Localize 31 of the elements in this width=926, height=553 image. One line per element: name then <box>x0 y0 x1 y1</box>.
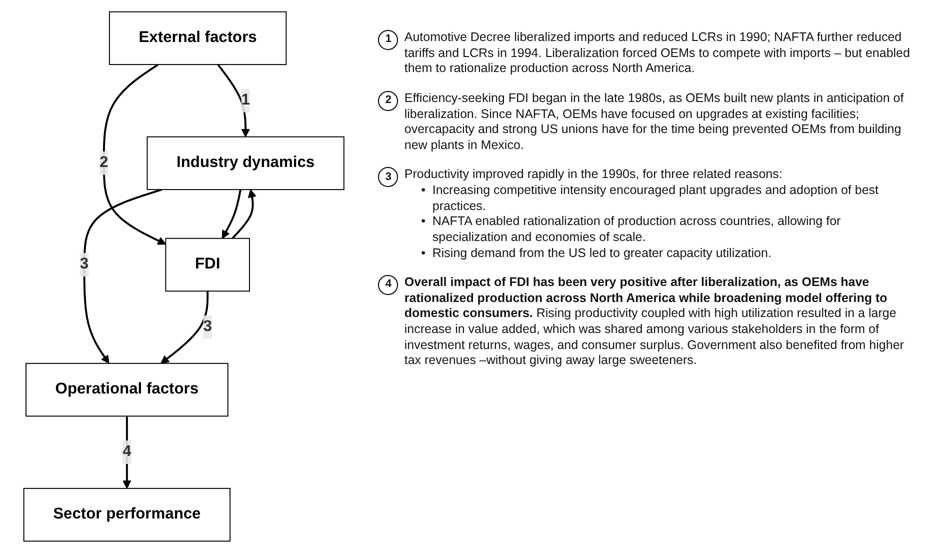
edge-label: 1 <box>242 92 250 109</box>
arrow <box>84 188 162 364</box>
note-text: Automotive Decree liberalized imports and reduced LCRs in 1990; NAFTA further reduced tariffs and LCRs in 1994. Liberalization forced OEMs to compete with imports – but enabled them to rationalize production across North America. <box>404 30 911 77</box>
arrow <box>218 64 250 138</box>
node-box: Sector performance <box>24 488 231 542</box>
node-box: External factors <box>109 11 287 66</box>
arrow <box>103 64 166 245</box>
node-box: Operational factors <box>26 362 229 417</box>
bullet-marker: • <box>420 183 427 199</box>
arrow <box>232 189 257 240</box>
arrow <box>222 189 242 239</box>
arrow <box>160 291 209 364</box>
edge-label: 3 <box>204 318 212 336</box>
node-box: Industry dynamics <box>147 136 345 190</box>
edge-label: 2 <box>100 154 108 172</box>
note-text: Overall impact of FDI has been very positive after liberalization, as OEMs have rationalized production across North America while broadening model offering to domestic consumers. Rising productivity coupled with high utilization resulted in a large increase in value added, which was shared among various stakeholders in the form of investment returns, wages, and consumer surplus. Government also benefited from higher tax revenues –without giving away large sweeteners. <box>404 275 905 369</box>
callout-number: 3 <box>378 167 398 188</box>
arrow <box>122 416 132 489</box>
note-text: Efficiency-seeking FDI began in the late 1980s, as OEMs built new plants in anticipation of liberalization. Since NAFTA, OEMs have focused on upgrades at existing facilities; overcapacity and strong US unions have for the time being prevented OEMs from building new plants in Mexico. <box>404 90 905 154</box>
bullet-item: Rising demand from the US led to greater capacity utilization. <box>432 246 772 262</box>
callout-number: 4 <box>378 275 398 296</box>
bullet-marker: • <box>420 246 427 262</box>
bullet-item: Increasing competitive intensity encouraged plant upgrades and adoption of best practices. <box>432 183 880 214</box>
edge-label: 4 <box>122 444 132 460</box>
callout-number: 2 <box>378 90 398 111</box>
callout-number: 1 <box>378 30 398 50</box>
note-text: Productivity improved rapidly in the 1990s, for three related reasons: <box>404 167 784 183</box>
bullet-marker: • <box>420 214 427 230</box>
edge-label: 3 <box>80 256 89 273</box>
bullet-item: NAFTA enabled rationalization of production across countries, allowing for specialization and economies of scale. <box>432 214 842 246</box>
node-box: FDI <box>166 238 250 292</box>
